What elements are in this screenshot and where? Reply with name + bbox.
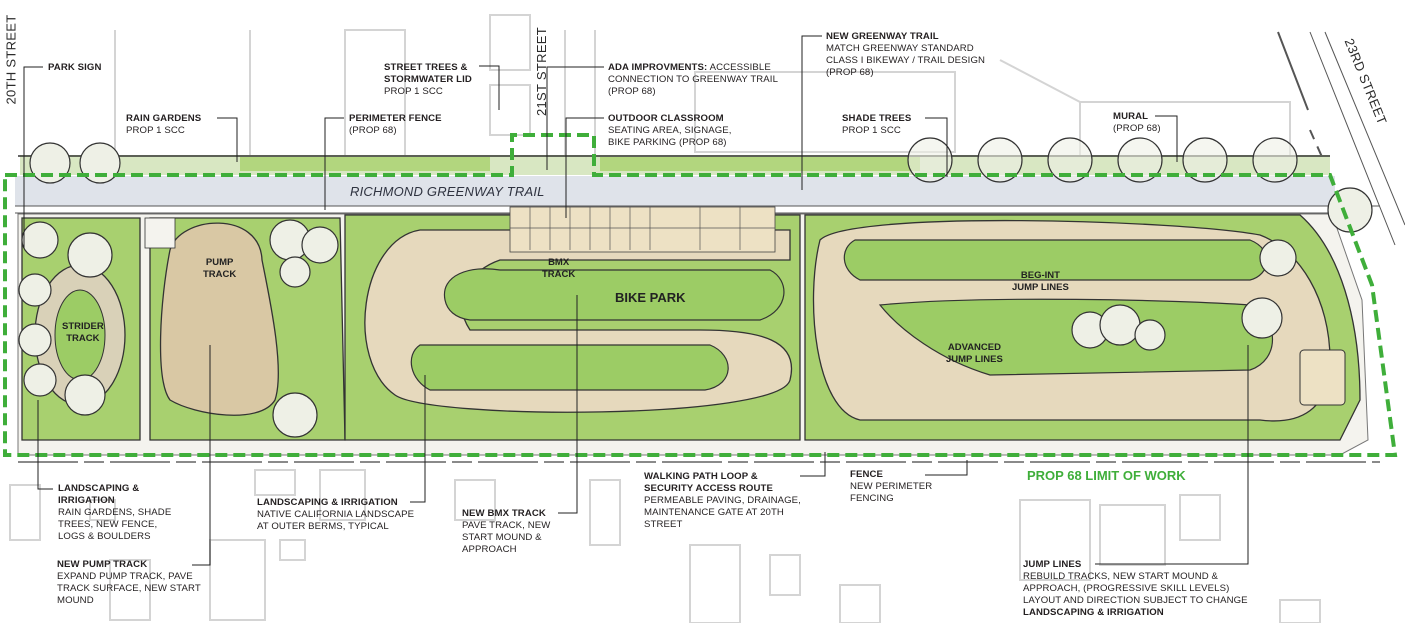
callout-title: PARK SIGN xyxy=(48,62,102,73)
zone-advanced-jump-lines: ADVANCED JUMP LINES xyxy=(946,342,1003,366)
limit-of-work-boundary xyxy=(3,133,1398,457)
callout-desc: START MOUND & xyxy=(462,532,542,543)
callout-title: STORMWATER LID xyxy=(384,74,472,85)
limit-of-work-label: PROP 68 LIMIT OF WORK xyxy=(1027,468,1186,483)
street-20th-label: 20TH STREET xyxy=(3,14,19,105)
callout-desc: BIKE PARKING (PROP 68) xyxy=(608,137,727,148)
callout-shade-trees: SHADE TREES PROP 1 SCC xyxy=(842,113,911,137)
callout-desc: REBUILD TRACKS, NEW START MOUND & xyxy=(1023,571,1219,582)
callout-title: IRRIGATION xyxy=(58,495,115,506)
zone-bmx-line1: BMX xyxy=(548,257,570,268)
callout-title: MURAL xyxy=(1113,111,1149,122)
callout-title: LANDSCAPING & IRRIGATION xyxy=(257,497,398,508)
callout-mural: MURAL (PROP 68) xyxy=(1113,111,1161,135)
callout-jump-lines: JUMP LINES REBUILD TRACKS, NEW START MOU… xyxy=(1023,559,1248,619)
callout-desc: NATIVE CALIFORNIA LANDSCAPE xyxy=(257,509,415,520)
callout-title: WALKING PATH LOOP & xyxy=(644,471,758,482)
callout-desc: PROP 1 SCC xyxy=(384,86,443,97)
zone-advanced-line1: ADVANCED xyxy=(947,342,1001,353)
callout-desc: (PROP 68) xyxy=(349,125,397,136)
callout-title-rest: ACCESSIBLE xyxy=(707,62,771,73)
callout-title: ADA IMPROVMENTS: xyxy=(608,62,708,73)
callout-desc: SEATING AREA, SIGNAGE, xyxy=(608,125,732,136)
callout-desc: STREET xyxy=(644,519,683,530)
callout-new-pump-track: NEW PUMP TRACK EXPAND PUMP TRACK, PAVE T… xyxy=(57,559,201,607)
leader-lines xyxy=(23,35,1249,566)
callout-desc: EXPAND PUMP TRACK, PAVE xyxy=(57,571,193,582)
callout-desc: PAVE TRACK, NEW xyxy=(462,520,551,531)
callout-perimeter-fence: PERIMETER FENCE (PROP 68) xyxy=(349,113,442,137)
callout-title: SHADE TREES xyxy=(842,113,912,124)
callout-ada-improvements: ADA IMPROVMENTS: ACCESSIBLE CONNECTION T… xyxy=(608,62,778,98)
zone-bmx-track: BMX TRACK xyxy=(542,257,575,281)
zone-pump-line1: PUMP xyxy=(205,257,234,268)
callout-desc: LAYOUT AND DIRECTION SUBJECT TO CHANGE xyxy=(1023,595,1248,606)
callout-title: NEW BMX TRACK xyxy=(462,508,546,519)
zone-advanced-line2: JUMP LINES xyxy=(946,354,1003,365)
callout-title-secondary: LANDSCAPING & IRRIGATION xyxy=(1023,607,1164,618)
callout-title: SECURITY ACCESS ROUTE xyxy=(644,483,773,494)
callout-desc: PROP 1 SCC xyxy=(842,125,901,136)
zone-pump-line2: TRACK xyxy=(203,269,237,280)
callout-desc: NEW PERIMETER xyxy=(850,481,933,492)
callout-title: NEW PUMP TRACK xyxy=(57,559,148,570)
greenway-trail xyxy=(15,176,1335,206)
street-21st-label: 21ST STREET xyxy=(534,26,550,117)
street-trees xyxy=(907,137,1298,183)
callout-title: RAIN GARDENS xyxy=(126,113,202,124)
zone-bike-park: BIKE PARK xyxy=(615,290,686,305)
callout-desc: FENCING xyxy=(850,493,894,504)
zone-beg-int-jump-lines: BEG-INT JUMP LINES xyxy=(1012,270,1069,294)
callout-outdoor-classroom: OUTDOOR CLASSROOM SEATING AREA, SIGNAGE,… xyxy=(608,113,732,149)
callout-desc: APPROACH, (PROGRESSIVE SKILL LEVELS) xyxy=(1023,583,1230,594)
callout-desc: AT OUTER BERMS, TYPICAL xyxy=(257,521,389,532)
callout-landscaping-left: LANDSCAPING & IRRIGATION RAIN GARDENS, S… xyxy=(58,483,171,543)
callout-desc: MOUND xyxy=(57,595,94,606)
callout-street-trees: STREET TREES & STORMWATER LID PROP 1 SCC xyxy=(384,62,472,98)
callout-desc: (PROP 68) xyxy=(1113,123,1161,134)
callout-title: STREET TREES & xyxy=(384,62,468,73)
callout-park-sign: PARK SIGN xyxy=(48,62,102,74)
callout-desc: RAIN GARDENS, SHADE xyxy=(58,507,172,518)
context-buildings xyxy=(9,14,1321,623)
callout-desc: CONNECTION TO GREENWAY TRAIL xyxy=(608,74,779,85)
callout-desc: LOGS & BOULDERS xyxy=(58,531,151,542)
callout-title: LANDSCAPING & xyxy=(58,483,140,494)
callout-walking-path: WALKING PATH LOOP & SECURITY ACCESS ROUT… xyxy=(644,471,801,531)
callout-desc: (PROP 68) xyxy=(608,86,656,97)
callout-desc: TRACK SURFACE, NEW START xyxy=(57,583,201,594)
zone-strider-line2: TRACK xyxy=(66,333,100,344)
zone-bmx-line2: TRACK xyxy=(542,269,576,280)
callout-title: PERIMETER FENCE xyxy=(349,113,442,124)
callout-desc: APPROACH xyxy=(462,544,517,555)
callout-new-greenway-trail: NEW GREENWAY TRAIL MATCH GREENWAY STANDA… xyxy=(826,31,985,79)
zone-strider-line1: STRIDER xyxy=(62,321,104,332)
callout-new-bmx-track: NEW BMX TRACK PAVE TRACK, NEW START MOUN… xyxy=(462,508,550,556)
callout-title: JUMP LINES xyxy=(1023,559,1082,570)
callout-desc: TREES, NEW FENCE, xyxy=(58,519,158,530)
zone-beg-int-line1: BEG-INT xyxy=(1020,270,1060,281)
callout-desc: (PROP 68) xyxy=(826,67,874,78)
callout-title: NEW GREENWAY TRAIL xyxy=(826,31,939,42)
zone-strider-track: STRIDER TRACK xyxy=(62,321,104,345)
callout-desc: PERMEABLE PAVING, DRAINAGE, xyxy=(644,495,801,506)
callout-title: FENCE xyxy=(850,469,884,480)
callout-landscaping-mid: LANDSCAPING & IRRIGATION NATIVE CALIFORN… xyxy=(257,497,414,533)
zone-pump-track: PUMP TRACK xyxy=(203,257,236,281)
callout-desc: PROP 1 SCC xyxy=(126,125,185,136)
zone-beg-int-line2: JUMP LINES xyxy=(1012,282,1069,293)
outdoor-classroom-plaza xyxy=(509,206,776,253)
trail-label: RICHMOND GREENWAY TRAIL xyxy=(350,184,545,199)
street-23rd-lines xyxy=(1277,31,1405,246)
callout-desc: CLASS I BIKEWAY / TRAIL DESIGN xyxy=(826,55,986,66)
callout-rain-gardens: RAIN GARDENS PROP 1 SCC xyxy=(126,113,201,137)
callout-desc: MAINTENANCE GATE AT 20TH xyxy=(644,507,784,518)
callout-desc: MATCH GREENWAY STANDARD xyxy=(826,43,974,54)
callout-title: OUTDOOR CLASSROOM xyxy=(608,113,724,124)
callout-fence: FENCE NEW PERIMETER FENCING xyxy=(850,469,932,505)
